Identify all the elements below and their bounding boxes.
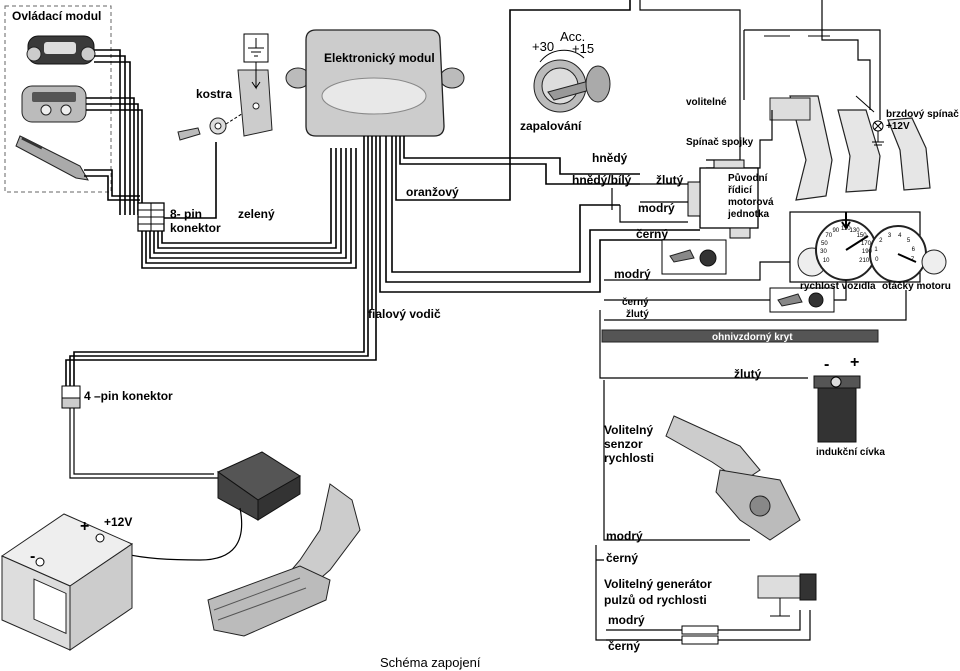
black-yellow-label-1: černý [622, 297, 649, 308]
green-wire-label: zelený [238, 207, 275, 221]
ground-label: kostra [196, 87, 233, 101]
ignition-label: zapalování [520, 119, 582, 133]
black-wire-label-3: černý [608, 639, 641, 653]
tachometer-tick-label: 0 [875, 257, 879, 264]
optional-label: volitelné [686, 97, 727, 108]
control-module-wires [84, 49, 143, 215]
ignition-coil-label: indukční cívka [816, 447, 885, 458]
battery-12v-label: +12V [104, 515, 133, 529]
ignition-coil [813, 375, 861, 443]
ecu-label-1: Původní [728, 173, 768, 184]
ignition-acc-label: Acc. [560, 29, 586, 44]
tachometer-tick-label: 5 [906, 238, 911, 245]
instrument-wires [604, 261, 847, 301]
blue-wire-label-3: modrý [606, 529, 643, 543]
speedometer-gauge [789, 211, 921, 283]
orange-wire-label: oranžový [406, 185, 459, 199]
main-harness [141, 142, 357, 269]
tachometer-tick-label: 7 [910, 257, 915, 264]
speed-sensor-cable [603, 380, 801, 541]
blue-wire-label-4: modrý [608, 613, 645, 627]
ecu-label-4: jednotka [728, 209, 770, 220]
tachometer-tick-label: 1 [874, 247, 878, 254]
speedometer-label: rychlost vozidla [800, 281, 876, 292]
coil-minus-label: - [824, 356, 830, 373]
brown-wire-label: hnědý [592, 151, 628, 165]
ignition-switch [533, 49, 611, 113]
black-wire-label-1: černý [636, 227, 669, 241]
speedometer-tick-label: 110 [841, 226, 851, 232]
connector-8pin [137, 202, 165, 232]
pulse-generator [595, 545, 817, 645]
clutch-switch-label: Spínač spojky [686, 137, 754, 148]
coil-plus-label: + [850, 354, 860, 371]
speed-sensor-label-2: senzor [604, 437, 643, 451]
connector-4pin-label: 4 –pin konektor [84, 389, 173, 403]
control-module-frame [4, 5, 112, 193]
coil-wire [599, 310, 808, 379]
control-module-unit-2 [21, 85, 87, 123]
brake-switch-label: brzdový spínač [886, 109, 959, 120]
ignition-plus15-label: +15 [572, 41, 595, 56]
ground-bolt [177, 109, 249, 141]
diagram-caption: Schéma zapojení [380, 655, 481, 670]
pedal-assembly [743, 0, 931, 201]
tachometer-tick-label: 4 [898, 232, 902, 239]
firewall-label: ohnivzdorný kryt [712, 332, 793, 343]
black-wire-label-2: černý [606, 551, 639, 565]
ecu-wires [611, 183, 688, 223]
control-module-unit-1 [26, 35, 96, 65]
tachometer-gauge [604, 225, 947, 321]
ignition-plus30-label: +30 [532, 39, 555, 54]
speedometer-tick-label: 130 [849, 227, 860, 234]
blue-wire-label-1: modrý [638, 201, 675, 215]
electronic-module-label: Elektronický modul [324, 51, 435, 65]
speed-sensor-label-3: rychlosti [604, 451, 655, 465]
purple-wire-label: fialový vodič [368, 307, 441, 321]
tachometer-tick-label: 2 [879, 238, 883, 245]
electronic-module [285, 29, 465, 137]
tachometer-label: otáčky motoru [882, 281, 951, 292]
splice-tool-1 [661, 239, 727, 275]
module-output-wires [65, 0, 700, 388]
battery [0, 513, 134, 651]
speedometer-tick-label: 30 [820, 249, 827, 256]
speed-sensor-label-1: Volitelný [604, 423, 654, 437]
connector-8pin-label-b: konektor [170, 221, 221, 235]
connector-4pin [61, 385, 218, 479]
firewall-bar [601, 329, 879, 343]
speedometer-tick-label: 150 [856, 232, 867, 239]
yellow-wire-label-2: žlutý [734, 367, 762, 381]
connector-8pin-label-a: 8- pin [170, 207, 202, 221]
tachometer-tick-label: 6 [911, 247, 915, 254]
battery-minus-label: - [30, 548, 36, 565]
pulse-gen-label-2: pulzů od rychlosti [604, 593, 707, 607]
blue-wire-label-2: modrý [614, 267, 651, 281]
black-yellow-label-2: žlutý [626, 309, 649, 320]
battery-plus-label: + [80, 518, 90, 535]
ecu-label-2: řídicí [728, 185, 752, 196]
speedometer-tick-label: 90 [832, 227, 840, 234]
pulse-gen-label-1: Volitelný generátor [604, 577, 712, 591]
control-module-stalk [15, 135, 89, 181]
speedometer-tick-label: 70 [825, 232, 833, 239]
original-ecu [687, 159, 759, 239]
speedometer-tick-label: 170 [860, 240, 871, 247]
tachometer-tick-label: 3 [887, 232, 892, 239]
speedometer-tick-label: 190 [861, 249, 872, 256]
speedometer-tick-label: 210 [859, 257, 870, 264]
ground-plate [237, 33, 273, 137]
speedometer-tick-label: 10 [822, 257, 830, 264]
control-module-label: Ovládací modul [12, 9, 102, 23]
brown-white-wire-label: hnědý/bílý [572, 173, 632, 187]
yellow-wire-label-1: žlutý [656, 173, 684, 187]
speedometer-tick-label: 50 [821, 240, 828, 247]
ecu-label-3: motorová [728, 197, 774, 208]
throttle-module [216, 451, 301, 521]
brake-12v-label: +12V [886, 121, 910, 132]
